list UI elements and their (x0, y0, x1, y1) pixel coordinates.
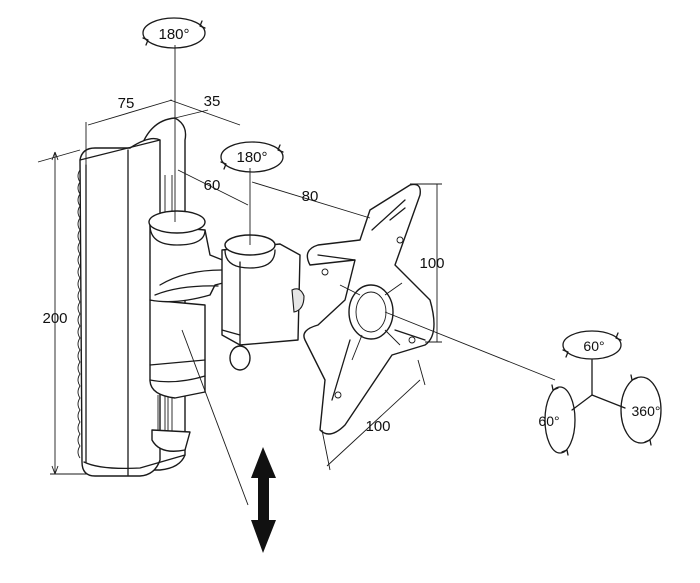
vesa-plate (303, 183, 435, 435)
label-depth-top: 35 (204, 93, 221, 110)
label-spin: 360° (632, 403, 661, 419)
label-width-top: 75 (118, 95, 135, 112)
elbow-joint (221, 234, 305, 371)
rotation-top-icon (142, 17, 206, 49)
first-arm (148, 210, 236, 303)
rotation-spin-icon (591, 374, 662, 446)
label-tilt-side: 60° (538, 413, 559, 429)
label-tilt-up: 60° (583, 338, 604, 354)
label-arm-long: 80 (302, 188, 319, 205)
dimension-lines (37, 45, 556, 475)
label-elbow-pivot: 180° (236, 149, 267, 166)
rotation-tilt-up-icon (562, 330, 622, 396)
label-height: 200 (42, 310, 67, 327)
rotation-side-icon (544, 384, 593, 456)
double-arrow-vertical-icon (181, 329, 276, 553)
label-plate-height: 100 (419, 255, 444, 272)
slide-carriage (149, 299, 206, 452)
label-arm-short: 60 (204, 177, 221, 194)
rotation-elbow-icon (220, 141, 284, 173)
label-plate-width: 100 (365, 418, 390, 435)
label-top-pivot: 180° (158, 26, 189, 43)
